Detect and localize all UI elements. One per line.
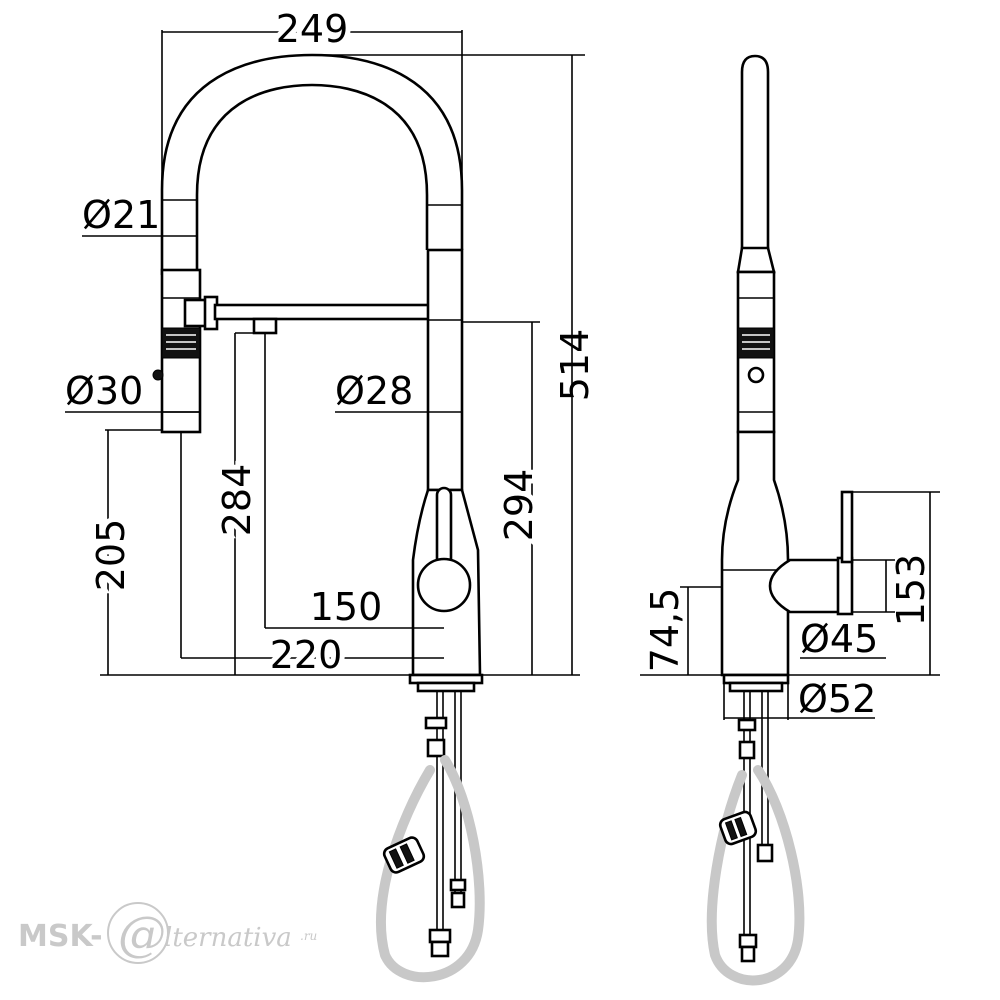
side-body xyxy=(720,430,790,677)
dim-side-153: 153 xyxy=(889,554,933,627)
side-spray-button xyxy=(747,366,765,384)
spray-button xyxy=(152,369,164,381)
dim-reach-150: 150 xyxy=(310,585,383,629)
hose-weight-side xyxy=(718,810,758,846)
side-tube xyxy=(740,54,770,270)
arm-stub xyxy=(252,317,278,335)
dim-dia-21: Ø21 xyxy=(82,193,160,237)
side-lever-handle xyxy=(840,490,854,564)
body-column xyxy=(426,248,464,492)
front-view: 249 514 Ø21 Ø30 Ø28 294 284 205 150 xyxy=(65,2,597,983)
spray-grip xyxy=(161,327,201,359)
dim-height-294: 294 xyxy=(497,469,541,542)
dim-side-74-5: 74,5 xyxy=(643,588,687,673)
watermark-domain: .ru xyxy=(300,929,317,943)
holder-arm xyxy=(213,303,435,321)
watermark-at: @ xyxy=(118,906,166,962)
side-spray-grip xyxy=(737,327,775,359)
side-view: 153 Ø45 74,5 Ø52 xyxy=(640,54,940,986)
dim-side-dia-45: Ø45 xyxy=(800,617,878,661)
hose-weight-front xyxy=(382,836,426,874)
dim-dia-28: Ø28 xyxy=(335,369,413,413)
arched-hose xyxy=(160,53,464,275)
watermark-logo: MSK- @ lternativa .ru xyxy=(18,902,317,964)
dim-reach-220: 220 xyxy=(270,633,343,677)
dim-height-284: 284 xyxy=(215,464,259,537)
watermark-brand: MSK- xyxy=(18,919,103,954)
arched-hose-inner xyxy=(195,83,429,275)
dim-height-514: 514 xyxy=(553,329,597,402)
lever-hub xyxy=(416,557,472,613)
side-lever xyxy=(768,558,842,614)
hose-loop-side xyxy=(706,765,805,986)
dim-height-205: 205 xyxy=(89,519,133,592)
watermark-tail: lternativa xyxy=(164,923,292,953)
dim-dia-30: Ø30 xyxy=(65,369,143,413)
dim-side-dia-52: Ø52 xyxy=(798,677,876,721)
dim-width-249: 249 xyxy=(276,7,349,51)
